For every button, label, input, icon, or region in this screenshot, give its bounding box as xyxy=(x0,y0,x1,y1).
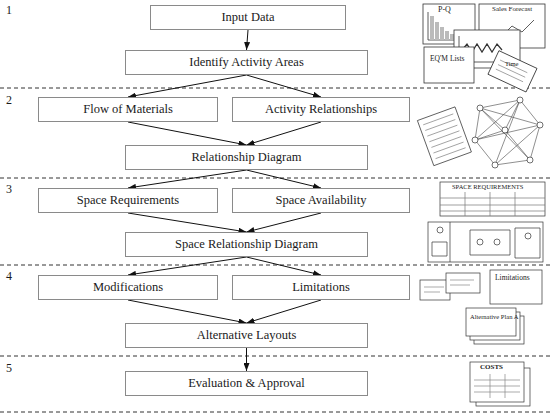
step-separator xyxy=(0,88,550,412)
process-box: Relationship Diagram xyxy=(125,145,368,170)
box-label: Space Requirements xyxy=(77,193,179,208)
process-box: Space Availability xyxy=(232,188,410,213)
process-box: Input Data xyxy=(150,5,346,30)
box-label: Flow of Materials xyxy=(83,102,173,117)
icon-text: Time xyxy=(505,61,519,68)
process-box: Identify Activity Areas xyxy=(125,50,368,75)
flow-arrow xyxy=(128,75,247,97)
box-label: Space Availability xyxy=(275,193,366,208)
icon-text: P-Q xyxy=(438,6,451,14)
process-box: Space Requirements xyxy=(38,188,218,213)
box-label: Relationship Diagram xyxy=(191,150,301,165)
process-box: Modifications xyxy=(38,275,218,300)
icon-text: SPACE REQUIREMENTS xyxy=(452,184,523,191)
flow-arrow xyxy=(247,170,322,188)
modification-icon xyxy=(420,270,542,344)
step-number: 4 xyxy=(6,270,12,283)
step-number: 3 xyxy=(6,183,12,196)
box-label: Limitations xyxy=(292,280,350,295)
flow-arrow xyxy=(128,257,247,275)
icon-text: COSTS xyxy=(480,364,503,371)
box-label: Activity Relationships xyxy=(265,102,377,117)
box-label: Identify Activity Areas xyxy=(189,55,304,70)
flow-arrow xyxy=(247,300,322,323)
box-label: Modifications xyxy=(93,280,163,295)
icon-text: Limitations xyxy=(495,274,530,282)
flow-arrow xyxy=(128,300,247,323)
step-number: 5 xyxy=(6,362,12,375)
flow-arrow xyxy=(128,122,247,145)
icon-text: EQ'M Lists xyxy=(430,55,464,63)
process-box: Evaluation & Approval xyxy=(125,371,368,396)
process-box: Limitations xyxy=(232,275,410,300)
box-label: Alternative Layouts xyxy=(197,328,297,343)
icon-text: Alternative Plan A xyxy=(470,314,518,321)
flow-arrow xyxy=(247,75,322,97)
flow-arrow xyxy=(247,257,322,275)
flow-arrow xyxy=(247,30,249,50)
box-label: Evaluation & Approval xyxy=(188,376,305,391)
evaluation-icon xyxy=(470,362,530,406)
input-data-icon xyxy=(423,4,545,92)
flow-arrow xyxy=(247,213,322,232)
flow-arrow xyxy=(128,170,247,188)
step-number: 1 xyxy=(6,4,12,17)
box-label: Input Data xyxy=(221,10,274,25)
step-number: 2 xyxy=(6,94,12,107)
flow-arrow xyxy=(128,213,247,232)
process-box: Space Relationship Diagram xyxy=(125,232,368,257)
icon-text: Sales Forecast xyxy=(492,6,532,13)
box-label: Space Relationship Diagram xyxy=(175,237,318,252)
process-box: Activity Relationships xyxy=(232,97,410,122)
process-box: Alternative Layouts xyxy=(125,323,368,348)
space-icon xyxy=(428,182,545,262)
flow-arrow xyxy=(247,122,322,145)
process-box: Flow of Materials xyxy=(38,97,218,122)
flow-arrow xyxy=(246,348,247,371)
relationship-icon xyxy=(417,97,543,168)
